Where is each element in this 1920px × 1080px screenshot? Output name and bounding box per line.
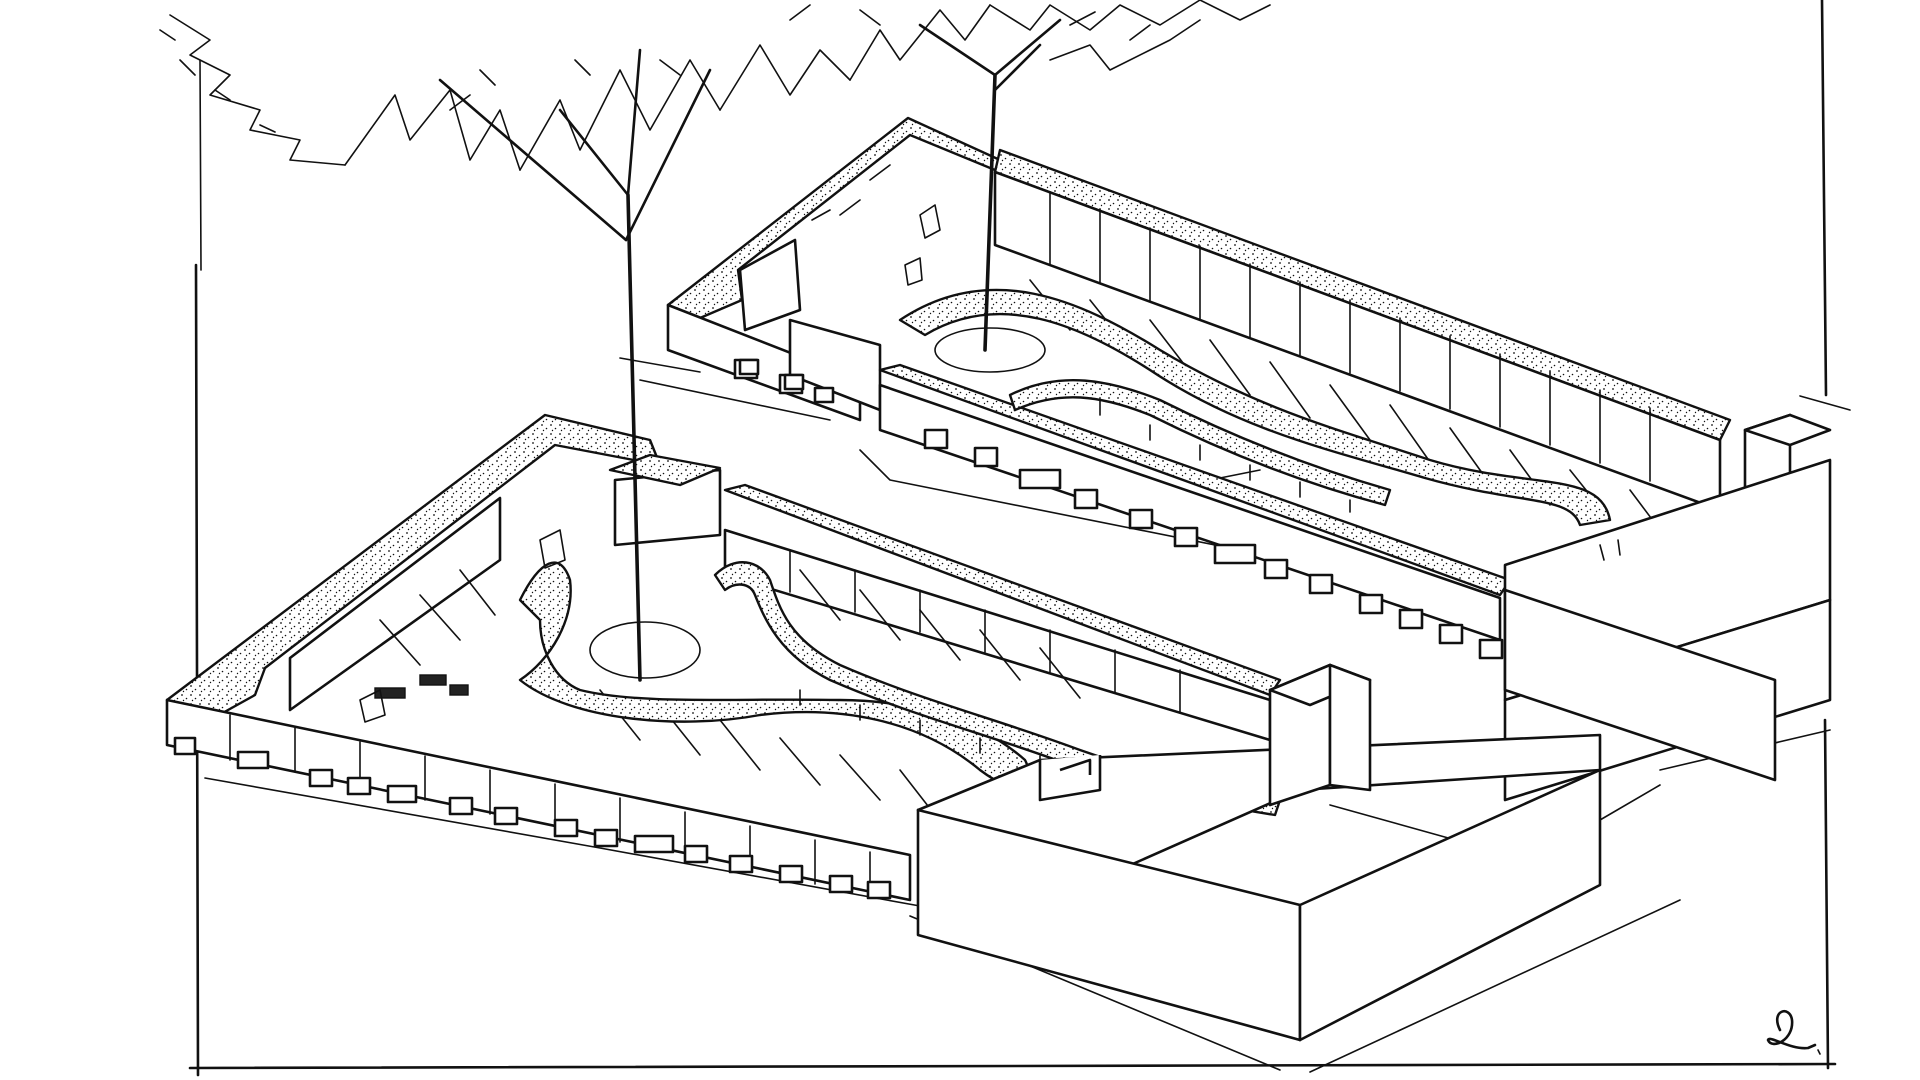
drawing-frame — [188, 0, 1851, 1077]
signature — [1766, 1010, 1821, 1055]
tree-right — [789, 0, 1271, 352]
tree-left — [159, 14, 851, 682]
back-block — [666, 116, 1832, 802]
front-block — [165, 413, 1602, 1042]
